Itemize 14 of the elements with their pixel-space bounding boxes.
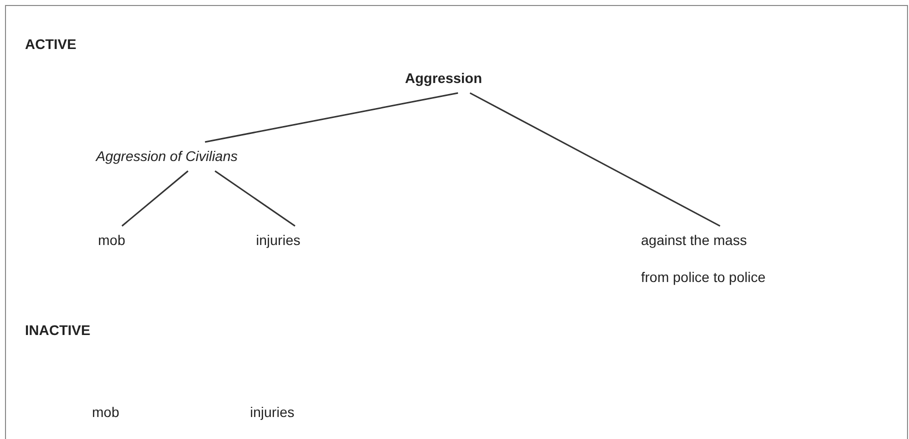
leaf-text: mob [98,231,126,250]
leaf-text: against the mass [641,231,748,250]
connector-line [470,92,720,227]
connector-line [214,170,296,227]
connector-line [204,92,458,143]
root-text: Aggression [405,69,482,88]
branch-text: Aggression of Civilians [96,147,238,166]
section-heading: INACTIVE [25,321,90,340]
leaf-text: injuries [256,231,300,250]
leaf-text: from police to police [641,268,766,287]
item-text: mob [92,403,120,422]
section-heading: ACTIVE [25,35,76,54]
connector-line [122,170,188,227]
item-text: injuries [250,403,294,422]
